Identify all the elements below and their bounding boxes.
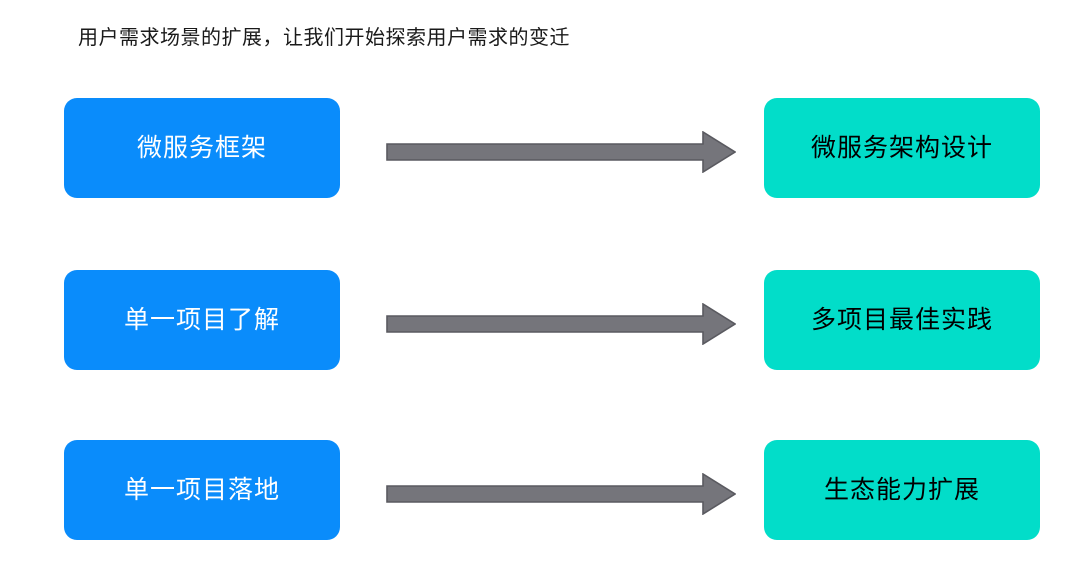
source-box-label: 微服务框架 [136, 134, 267, 162]
target-box[interactable]: 多项目最佳实践 [764, 270, 1040, 370]
source-box[interactable]: 单一项目了解 [64, 270, 340, 370]
source-box-label: 单一项目了解 [123, 306, 280, 334]
source-box[interactable]: 单一项目落地 [64, 440, 340, 540]
target-box-label: 微服务架构设计 [810, 134, 993, 162]
target-box[interactable]: 生态能力扩展 [764, 440, 1040, 540]
diagram-row: 单一项目了解 多项目最佳实践 [0, 270, 1080, 370]
slide-title: 用户需求场景的扩展，让我们开始探索用户需求的变迁 [78, 27, 570, 49]
diagram-row: 单一项目落地 生态能力扩展 [0, 440, 1080, 540]
source-box[interactable]: 微服务框架 [64, 98, 340, 198]
diagram-row: 微服务框架 微服务架构设计 [0, 98, 1080, 198]
target-box[interactable]: 微服务架构设计 [764, 98, 1040, 198]
target-box-label: 多项目最佳实践 [810, 306, 993, 334]
right-arrow-icon [386, 303, 736, 345]
target-box-label: 生态能力扩展 [823, 476, 980, 504]
right-arrow-icon [386, 473, 736, 515]
right-arrow-icon [386, 131, 736, 173]
source-box-label: 单一项目落地 [123, 476, 280, 504]
